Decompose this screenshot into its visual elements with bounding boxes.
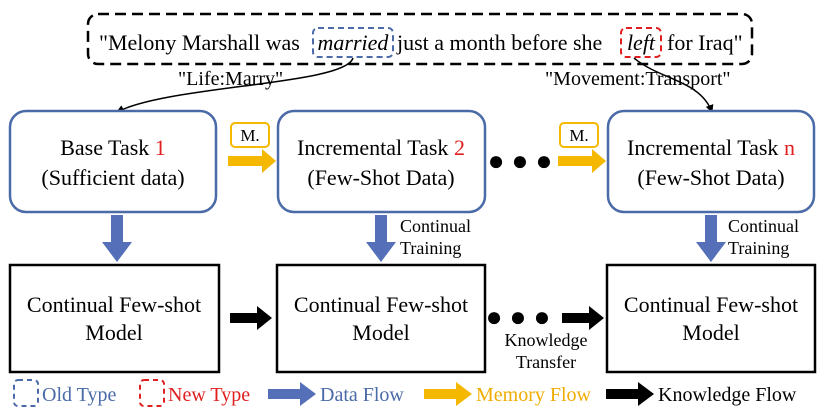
memory-badge-2 [559,122,599,148]
life-marry-label: "Life:Marry" [178,68,283,90]
memory-badge-1 [230,122,270,148]
model-1-line2: Model [85,320,142,345]
data-flow-arrow-2 [366,215,396,262]
legend-data-flow-label: Data Flow [320,384,404,406]
legend-new-type-label: New Type [168,384,250,406]
task-2-title: Incremental Task 2 [297,135,465,160]
task-1-title: Base Task 1 [60,135,166,160]
new-trigger-word: left [627,30,656,55]
model-1-line1: Continual Few-shot [27,292,201,317]
knowledge-flow-arrow-2 [562,306,604,330]
new-trigger-box [620,27,662,58]
ellipsis-models: ● ● ● [486,302,551,333]
legend-knowledge-flow-arrow [606,382,654,406]
model-box-n [605,263,817,374]
task-n-subtitle: (Few-Shot Data) [637,165,784,190]
legend-data-flow-arrow [268,382,316,406]
continual-training-label-n-line1: Continual [728,216,799,236]
data-flow-arrow-1 [102,215,132,262]
task-box-n [606,109,816,214]
continual-training-label-n-line2: Training [728,238,789,258]
legend-new-type-swatch [139,379,165,407]
continual-training-label-2-line1: Continual [400,216,471,236]
sentence-box [86,12,754,66]
legend-knowledge-flow-label: Knowledge Flow [658,384,797,406]
model-box-2 [275,263,487,374]
task-1-subtitle: (Sufficient data) [41,165,184,190]
old-trigger-curve-arrow [116,57,354,113]
model-n-line1: Continual Few-shot [624,292,798,317]
knowledge-flow-arrow-1 [230,306,272,330]
knowledge-transfer-line1: Knowledge [505,330,588,350]
task-box-1 [8,109,218,214]
legend-memory-flow-label: Memory Flow [476,384,592,406]
memory-flow-arrow-2 [558,149,606,173]
ellipsis-tasks: ● ● ● [488,146,553,177]
memory-flow-arrow-1 [228,149,276,173]
legend-old-type-swatch [13,379,39,407]
sentence-part-1: "Melony Marshall was [99,30,300,55]
old-trigger-word: married [318,30,390,55]
sentence-part-2: just a month before she [396,30,602,55]
model-box-1 [8,263,221,374]
knowledge-transfer-line2: Transfer [516,352,576,372]
sentence-part-3: for Iraq" [667,30,743,55]
movement-transport-label: "Movement:Transport" [545,68,731,90]
task-box-2 [276,109,487,214]
task-2-subtitle: (Few-Shot Data) [307,165,454,190]
model-2-line2: Model [352,320,409,345]
task-n-title: Incremental Task n [627,135,795,160]
legend-memory-flow-arrow [424,382,472,406]
continual-training-label-2-line2: Training [400,238,461,258]
new-trigger-curve-arrow [633,57,714,113]
data-flow-arrow-n [696,215,726,262]
memory-badge-1-text: M. [240,126,259,145]
model-2-line1: Continual Few-shot [294,292,468,317]
old-trigger-box [312,27,394,58]
memory-badge-2-text: M. [569,126,588,145]
legend-old-type-label: Old Type [42,384,116,406]
model-n-line2: Model [682,320,739,345]
